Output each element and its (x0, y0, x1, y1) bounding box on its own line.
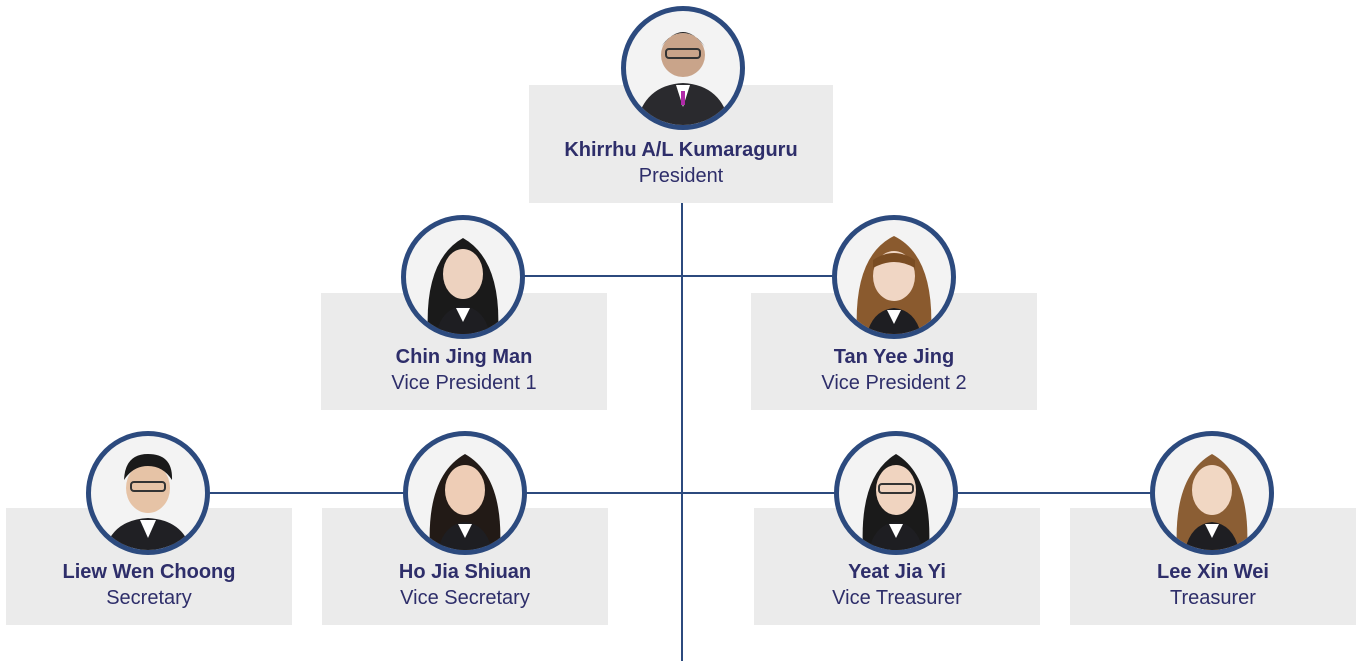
member-name: Chin Jing Man (395, 346, 533, 368)
vice-secretary-photo-icon (403, 431, 527, 555)
member-name: Ho Jia Shiuan (398, 561, 532, 583)
president-photo-icon (621, 6, 745, 130)
member-role: Vice President 2 (821, 372, 967, 394)
vice-treasurer-card: Yeat Jia Yi Vice Treasurer (754, 508, 1040, 625)
treasurer-photo-icon (1150, 431, 1274, 555)
member-role: Vice President 1 (391, 372, 537, 394)
member-role: Secretary (106, 587, 192, 609)
member-role: Vice Treasurer (832, 587, 962, 609)
member-name: Liew Wen Choong (62, 561, 236, 583)
vice-president-1-photo-icon (401, 215, 525, 339)
member-name: Lee Xin Wei (1157, 561, 1269, 583)
member-name: Khirrhu A/L Kumaraguru (564, 139, 798, 161)
vice-treasurer-photo-icon (834, 431, 958, 555)
member-role: President (638, 165, 724, 187)
member-name: Yeat Jia Yi (848, 561, 946, 583)
member-role: Vice Secretary (400, 587, 530, 609)
secretary-photo-icon (86, 431, 210, 555)
member-name: Tan Yee Jing (833, 346, 955, 368)
member-role: Treasurer (1170, 587, 1256, 609)
vice-president-2-photo-icon (832, 215, 956, 339)
